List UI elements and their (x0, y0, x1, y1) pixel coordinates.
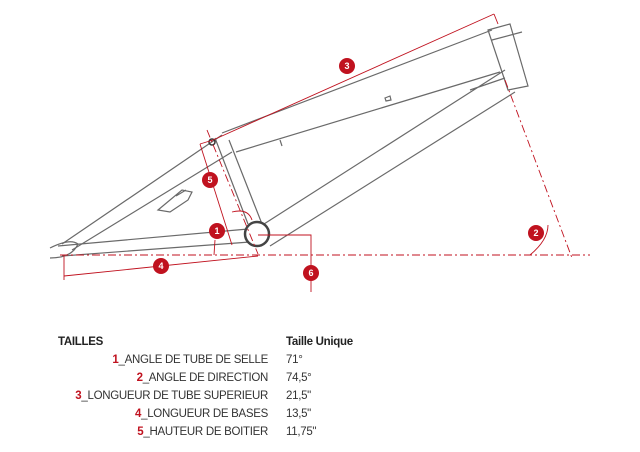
row-value: 21,5" (286, 390, 311, 402)
dropout (49, 241, 79, 259)
marker-1: 1 (209, 223, 225, 239)
bottom-bracket (243, 220, 271, 248)
marker-3: 3 (339, 58, 355, 74)
geometry-table: TAILLES Taille Unique 1_ANGLE DE TUBE DE… (58, 333, 353, 441)
table-row: 1_ANGLE DE TUBE DE SELLE 71° (58, 351, 353, 369)
marker-2: 2 (528, 225, 544, 241)
table-row: 5_HAUTEUR DE BOITIER 11,75" (58, 423, 353, 441)
bb-height-dimension (199, 143, 233, 246)
table-row: 3_LONGUEUR DE TUBE SUPERIEUR 21,5" (58, 387, 353, 405)
row-value: 74,5° (286, 372, 312, 384)
seat-angle-tick (213, 239, 216, 256)
seat-clamp (208, 138, 216, 146)
table-row: 4_LONGUEUR DE BASES 13,5" (58, 405, 353, 423)
marker-5: 5 (202, 172, 218, 188)
row-label: _HAUTEUR DE BOITIER (143, 426, 268, 438)
seat-tube (214, 137, 263, 225)
svg-text:6: 6 (308, 268, 313, 278)
row-number: 2 (136, 372, 143, 384)
row-label-cell: 2_ANGLE DE DIRECTION (58, 369, 269, 387)
row-label-cell: 3_LONGUEUR DE TUBE SUPERIEUR (58, 387, 268, 405)
marker-6: 6 (303, 265, 319, 281)
row-label-cell: 5_HAUTEUR DE BOITIER (58, 423, 268, 441)
svg-text:4: 4 (158, 261, 163, 271)
table-row: 2_ANGLE DE DIRECTION 74,5° (58, 369, 353, 387)
frame-drawing (49, 23, 529, 259)
row-label-cell: 1_ANGLE DE TUBE DE SELLE (58, 351, 268, 369)
row-number: 5 (137, 426, 144, 438)
seat-tube-axis (206, 129, 259, 255)
row-number: 4 (135, 408, 142, 420)
seat-angle-arc (231, 210, 253, 221)
seat-stay (61, 134, 233, 251)
row-number: 3 (75, 390, 82, 402)
head-angle-arc (529, 224, 549, 256)
top-tube (221, 29, 501, 153)
down-tube (263, 69, 516, 247)
svg-text:3: 3 (344, 61, 349, 71)
row-label: _ANGLE DE TUBE DE SELLE (118, 354, 269, 366)
row-value: 13,5" (286, 408, 311, 420)
svg-text:5: 5 (207, 175, 212, 185)
row-value: 11,75" (286, 426, 317, 438)
row-number: 1 (112, 354, 119, 366)
head-tube (487, 23, 529, 91)
row-value: 71° (286, 354, 303, 366)
dimension-lines (60, 13, 590, 292)
svg-text:2: 2 (533, 228, 538, 238)
size-column-header: Taille Unique (286, 336, 353, 348)
svg-text:1: 1 (214, 226, 219, 236)
sizes-header: TAILLES (58, 336, 103, 348)
row-label-cell: 4_LONGUEUR DE BASES (58, 405, 268, 423)
marker-4: 4 (153, 258, 169, 274)
row-label: _LONGUEUR DE BASES (141, 408, 268, 420)
brake-mount (156, 189, 193, 213)
table-header-row: TAILLES Taille Unique (58, 333, 353, 351)
dim-tick (199, 139, 214, 145)
frame-detail (279, 95, 392, 147)
top-tube-dimension (212, 13, 495, 141)
row-label: _LONGUEUR DE TUBE SUPERIEUR (81, 390, 268, 402)
row-label: _ANGLE DE DIRECTION (142, 372, 269, 384)
dim-tick (493, 13, 499, 25)
bmx-frame-diagram: 3 5 1 4 6 2 (49, 13, 590, 292)
